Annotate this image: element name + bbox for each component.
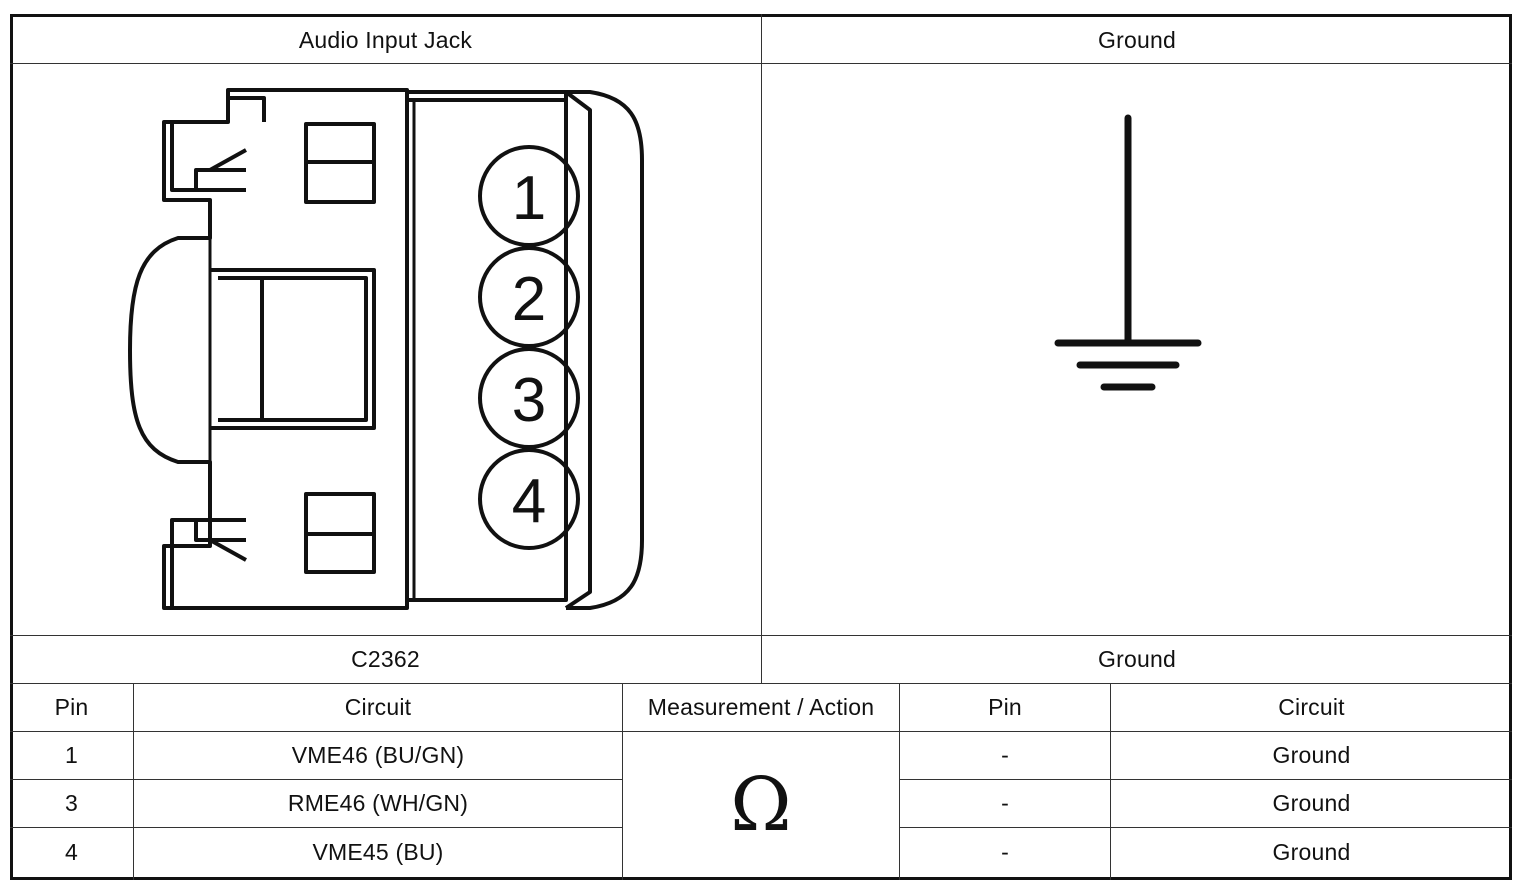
ground-symbol-icon <box>1054 114 1202 391</box>
divider <box>899 683 900 880</box>
table-cell-pin: - <box>1001 790 1009 816</box>
ground-id: Ground <box>1098 646 1176 672</box>
table-cell-pin: 1 <box>65 742 78 768</box>
table-cell-pin: 4 <box>65 839 78 865</box>
divider <box>10 779 622 780</box>
table-cell-circuit: VME46 (BU/GN) <box>291 742 465 768</box>
pin-label: 3 <box>512 366 546 435</box>
table-cell-circuit: Ground <box>1272 839 1351 865</box>
column-header-pin: Pin <box>988 694 1022 720</box>
table-cell-pin: 3 <box>65 790 78 816</box>
divider <box>761 14 762 684</box>
divider <box>900 827 1512 828</box>
divider <box>10 731 1512 732</box>
table-cell-circuit: Ground <box>1272 790 1351 816</box>
divider <box>133 683 134 880</box>
column-header-measurement: Measurement / Action <box>647 694 875 720</box>
connector-id: C2362 <box>351 646 420 672</box>
column-header-pin: Pin <box>54 694 89 720</box>
divider <box>1110 683 1111 880</box>
divider <box>622 683 623 880</box>
column-header-circuit: Circuit <box>344 694 412 720</box>
table-cell-pin: - <box>1001 742 1009 768</box>
pin-label: 2 <box>512 265 546 334</box>
divider <box>900 779 1512 780</box>
divider <box>10 827 622 828</box>
ohm-measurement-symbol: Ω <box>730 761 792 848</box>
table-cell-circuit: RME46 (WH/GN) <box>287 790 469 816</box>
column-header-circuit: Circuit <box>1278 694 1345 720</box>
connector-title: Audio Input Jack <box>298 26 473 53</box>
pin-label: 1 <box>512 164 546 233</box>
table-cell-circuit: Ground <box>1272 742 1351 768</box>
table-cell-pin: - <box>1001 839 1009 865</box>
table-cell-circuit: VME45 (BU) <box>312 839 444 865</box>
pin-label: 4 <box>512 467 546 536</box>
ground-title: Ground <box>1098 26 1176 53</box>
